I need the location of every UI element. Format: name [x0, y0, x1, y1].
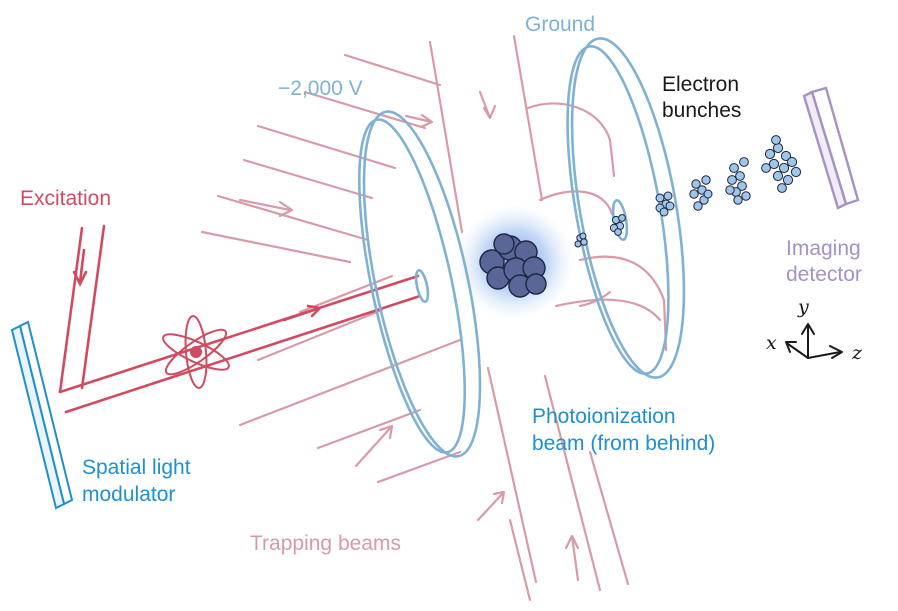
trapping-beams: [200, 34, 668, 602]
axis-y-label: y: [798, 296, 809, 318]
photoionization-label-line2: beam (from behind): [532, 432, 716, 455]
electron-bunches-label-line2: bunches: [662, 99, 742, 122]
electron-bunches-label-line1: Electron: [662, 73, 740, 96]
trapping-beams-label: Trapping beams: [250, 532, 401, 555]
ground-label: Ground: [525, 13, 596, 36]
axis-z-label: z: [852, 342, 863, 364]
hologram-pattern-icon: [162, 315, 230, 389]
imaging-detector-label-line2: detector: [786, 263, 862, 286]
photoionization-label-line1: Photoionization: [532, 405, 676, 428]
axis-x-label: x: [766, 332, 777, 354]
high-voltage-electrode: [357, 110, 482, 458]
slm-label-line1: Spatial light: [82, 456, 191, 479]
ground-electrode: [566, 37, 686, 379]
atom-cloud: [455, 204, 575, 320]
imaging-detector-label-line1: Imaging: [786, 237, 861, 260]
imaging-detector: [802, 86, 860, 210]
excitation-label: Excitation: [20, 187, 112, 210]
electron-bunches: [574, 135, 802, 248]
voltage-label: −2,000 V: [278, 77, 363, 100]
slm-label-line2: modulator: [82, 483, 176, 506]
axes-glyph-icon: [785, 323, 843, 359]
excitation-beam: [58, 224, 422, 414]
spatial-light-modulator: [10, 320, 74, 510]
